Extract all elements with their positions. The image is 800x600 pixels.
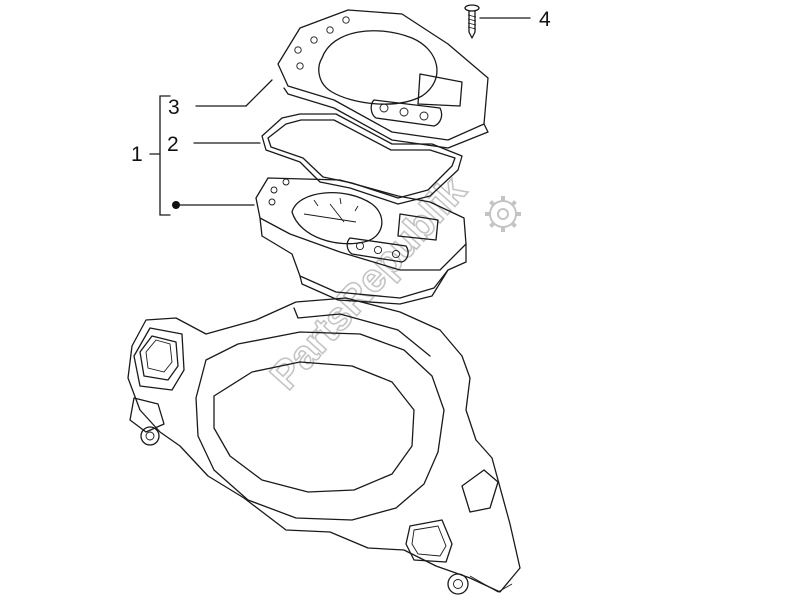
callout-4: 4 [539, 8, 551, 31]
instrument-housing-part [172, 177, 467, 305]
gasket-part [193, 113, 463, 205]
callout-3: 3 [168, 96, 180, 119]
gear-icon [485, 196, 521, 232]
handlebar-cover-part [127, 297, 521, 595]
callout-2: 2 [167, 133, 179, 156]
instrument-cover-part [195, 9, 489, 149]
group-bracket [149, 95, 171, 216]
screw-part [464, 4, 531, 39]
callout-1: 1 [131, 143, 143, 166]
watermark: PartsRepublik [261, 167, 521, 399]
leader-dot [172, 201, 180, 209]
